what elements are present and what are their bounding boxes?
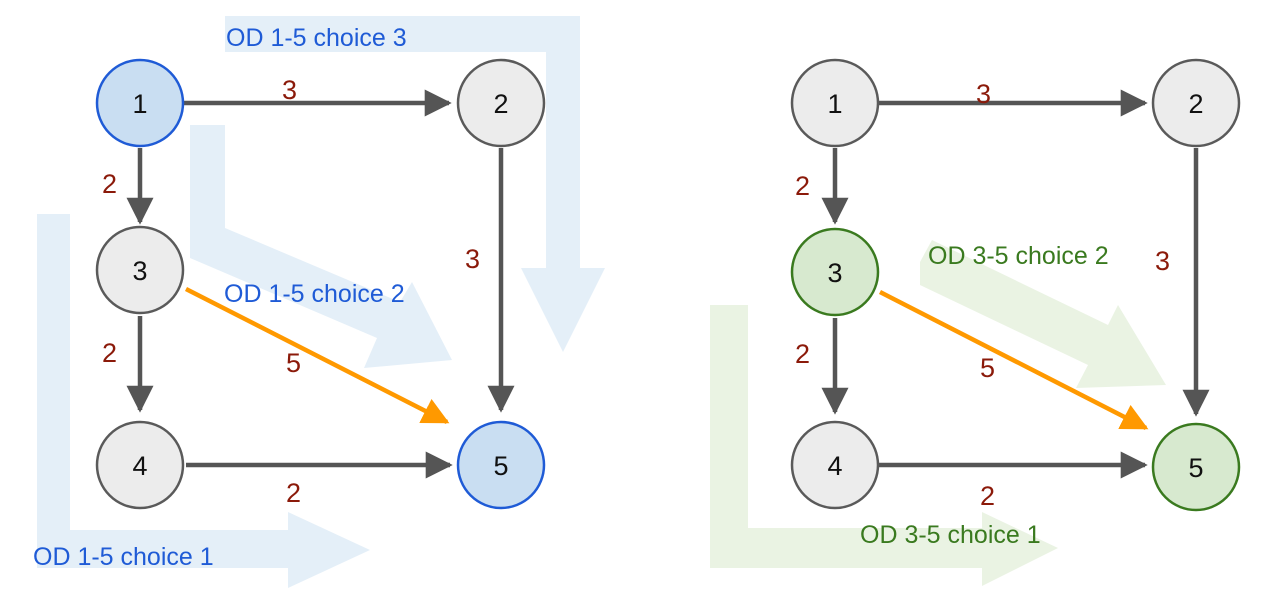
node-2: 2 [1151, 58, 1241, 148]
svg-text:4: 4 [132, 451, 147, 481]
route-band-od-1-5-choice-1 [37, 214, 370, 588]
route-band-od-1-5-choice-2 [190, 125, 452, 368]
weight-1-3: 2 [102, 169, 117, 199]
edges-right [821, 89, 1210, 479]
svg-text:4: 4 [827, 451, 842, 481]
svg-text:3: 3 [132, 256, 147, 286]
node-5: 5 [456, 420, 546, 510]
node-1: 1 [95, 58, 185, 148]
panel-left: 3 2 3 2 5 2 1 2 3 4 [33, 16, 605, 588]
weight-1-2: 3 [976, 79, 991, 109]
node-1: 1 [790, 58, 880, 148]
weight-3-5: 5 [980, 353, 995, 383]
route-label-od-1-5-choice-1: OD 1-5 choice 1 [33, 543, 214, 571]
weight-2-5: 3 [1155, 246, 1170, 276]
weight-4-5: 2 [980, 481, 995, 511]
route-label-od-1-5-choice-2: OD 1-5 choice 2 [224, 280, 405, 308]
weight-3-4: 2 [102, 338, 117, 368]
weight-1-3: 2 [795, 171, 810, 201]
node-4: 4 [95, 420, 185, 510]
route-band-od-1-5-choice-3 [225, 16, 605, 352]
nodes-right: 1 2 3 4 5 [790, 58, 1241, 512]
weight-3-4: 2 [795, 339, 810, 369]
svg-text:5: 5 [493, 451, 508, 481]
route-bands-left [37, 16, 605, 588]
node-2: 2 [456, 58, 546, 148]
node-3: 3 [95, 225, 185, 315]
route-label-od-3-5-choice-1: OD 3-5 choice 1 [860, 521, 1041, 549]
route-label-od-3-5-choice-2: OD 3-5 choice 2 [928, 242, 1109, 270]
node-4: 4 [790, 420, 880, 510]
svg-text:1: 1 [132, 89, 147, 119]
panel-right: 3 2 3 2 5 2 1 2 3 4 [710, 58, 1241, 586]
weight-1-2: 3 [282, 75, 297, 105]
node-5: 5 [1151, 422, 1241, 512]
edges-left [126, 89, 515, 479]
nodes-left: 1 2 3 4 5 [95, 58, 546, 510]
svg-text:3: 3 [827, 258, 842, 288]
svg-text:5: 5 [1188, 453, 1203, 483]
weight-3-5: 5 [286, 348, 301, 378]
route-labels-left: OD 1-5 choice 3 OD 1-5 choice 2 OD 1-5 c… [33, 24, 407, 571]
svg-text:1: 1 [827, 89, 842, 119]
edge-weights-right: 3 2 3 2 5 2 [795, 79, 1170, 511]
route-labels-right: OD 3-5 choice 2 OD 3-5 choice 1 [860, 242, 1109, 549]
route-band-od-3-5-choice-1 [710, 305, 1058, 586]
node-3: 3 [790, 227, 880, 317]
route-label-od-1-5-choice-3: OD 1-5 choice 3 [226, 24, 407, 52]
edge-weights-left: 3 2 3 2 5 2 [102, 75, 480, 508]
svg-text:2: 2 [493, 89, 508, 119]
weight-2-5: 3 [465, 244, 480, 274]
edge-3-5 [184, 286, 450, 425]
edge-3-5 [878, 289, 1149, 431]
route-band-od-3-5-choice-2 [920, 240, 1166, 388]
route-bands-right [710, 240, 1166, 586]
svg-text:2: 2 [1188, 89, 1203, 119]
weight-4-5: 2 [286, 478, 301, 508]
